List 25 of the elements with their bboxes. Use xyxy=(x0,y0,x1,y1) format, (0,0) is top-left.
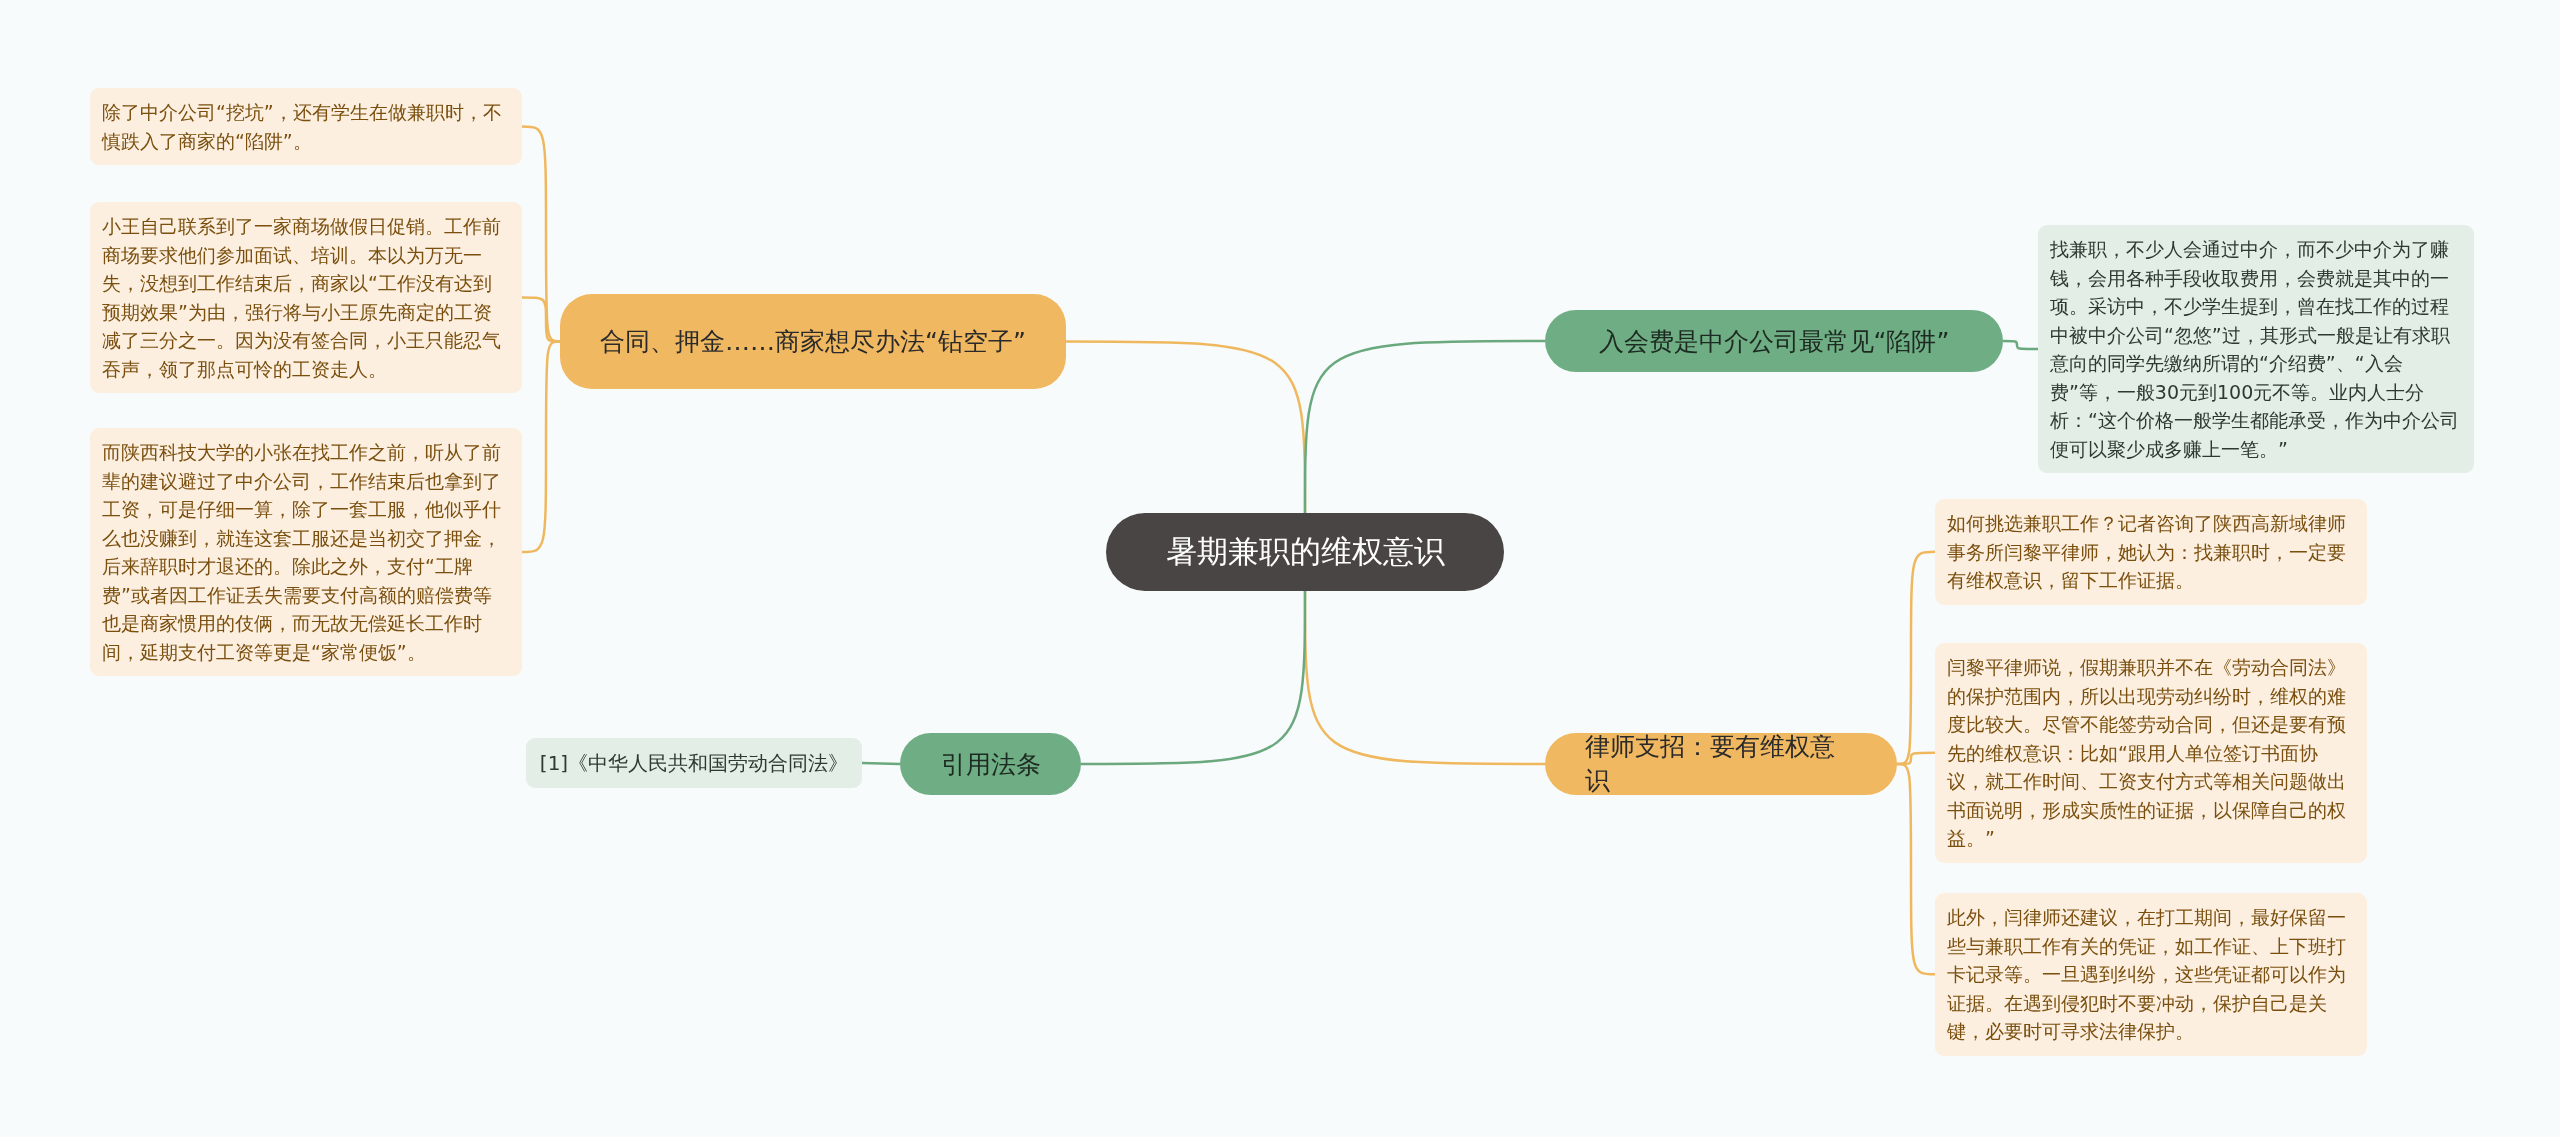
topic-text: 而陕西科技大学的小张在找工作之前，听从了前辈的建议避过了中介公司，工作结束后也拿到了工资，可是仔细一算，除了一套工服，他似乎什么也没赚到，就连这套工服还是当初交了押金，后来辞职时才退还的。除此之外，支付“工牌费”或者因工作证丢失需要支付高额的赔偿费等也是商家惯用的伎俩，而无故无偿延长工作时间，延期支付工资等更是“家常便饭”。 xyxy=(102,440,502,665)
topic-text: 引用法条 xyxy=(940,748,1041,781)
connector-line xyxy=(1303,339,1545,513)
connector-line xyxy=(861,761,901,766)
note-card xyxy=(90,428,522,676)
note-card xyxy=(1935,499,2367,605)
topic-text: 找兼职，不少人会通过中介，而不少中介为了赚钱，会用各种手段收取费用，会费就是其中的一项。采访中，不少学生提到，曾在找工作的过程中被中介公司“忽悠”过，其形式一般是让有求职意向的同学先缴纳所谓的“介绍费”、“入会费”等，一般30元到100元不等。业内人士分析：“这个价格一般学生都能承受，作为中介公司便可以聚少成多赚上一笔。” xyxy=(2050,237,2460,462)
topic-text: [1]《中华人民共和国劳动合同法》 xyxy=(539,749,849,777)
connector-line xyxy=(1081,591,1307,766)
connector-line xyxy=(2003,339,2038,351)
topic-text: 此外，闫律师还建议，在打工期间，最好保留一些与兼职工作有关的凭证，如工作证、上下班打卡记录等。一旦遇到纠纷，这些凭证都可以作为证据。在遇到侵犯时不要冲动，保护自己是关键，必要时可寻求法律保护。 xyxy=(1947,905,2347,1044)
branch-topic xyxy=(560,294,1066,389)
topic-text: 暑期兼职的维权意识 xyxy=(1165,532,1445,571)
note-card xyxy=(1935,893,2367,1056)
topic-text: 如何挑选兼职工作？记者咨询了陕西高新域律师事务所闫黎平律师，她认为：找兼职时，一定要有维权意识，留下工作证据。 xyxy=(1947,511,2347,593)
note-card xyxy=(90,202,522,393)
topic-text: 闫黎平律师说，假期兼职并不在《劳动合同法》的保护范围内，所以出现劳动纠纷时，维权的难度比较大。尽管不能签劳动合同，但还是要有预先的维权意识：比如“跟用人单位签订书面协议，就工作时间、工资支付方式等相关问题做出书面说明，形成实质性的证据，以保障自己的权益。” xyxy=(1947,655,2347,851)
note-card xyxy=(90,88,522,165)
topic-text: 除了中介公司“挖坑”，还有学生在做兼职时，不慎跌入了商家的“陷阱”。 xyxy=(102,100,503,154)
topic-text: 律师支招：要有维权意识 xyxy=(1585,731,1836,797)
topic-text: 小王自己联系到了一家商场做假日促销。工作前商场要求他们参加面试、培训。本以为万无一失，没想到工作结束后，商家以“工作没有达到预期效果”为由，强行将与小王原先商定的工资减了三分之一。因为没有签合同，小王只能忍气吞声，领了那点可怜的工资走人。 xyxy=(102,214,502,382)
citation-card xyxy=(526,738,862,788)
topic-text: 入会费是中介公司最常见“陷阱” xyxy=(1598,325,1950,358)
topic-text: 合同、押金……商家想尽办法“钻空子” xyxy=(600,325,1026,358)
note-card xyxy=(1935,643,2367,863)
